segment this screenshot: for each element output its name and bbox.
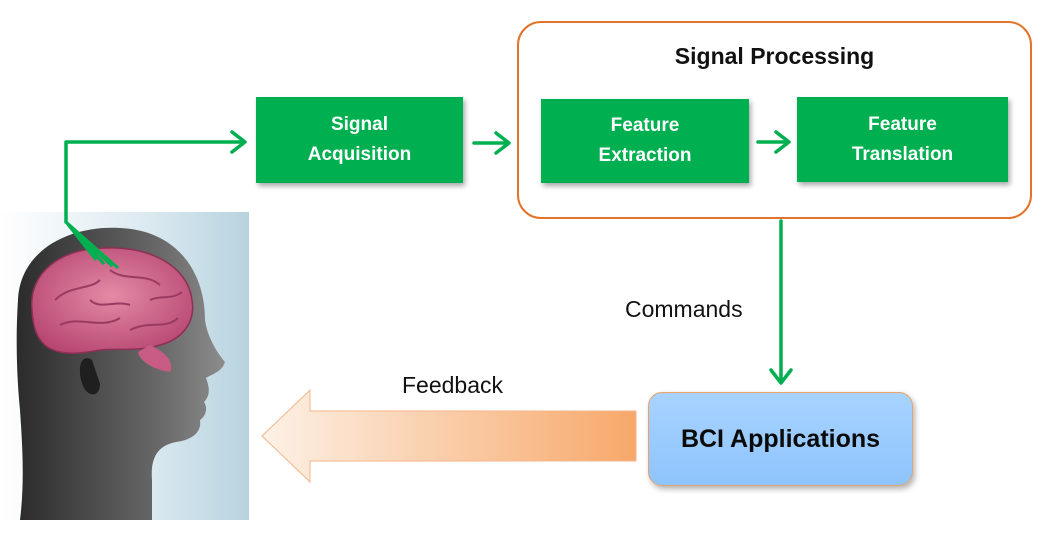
signal-processing-group [517,21,1032,219]
feature-extraction-line1: Feature [610,115,680,136]
feature-translation-block: Feature Translation [797,97,1008,182]
feature-extraction-line2: Extraction [598,145,692,166]
signal-acquisition-block: Signal Acquisition [256,97,463,183]
signal-acquisition-line2: Acquisition [307,144,412,165]
signal-processing-title: Signal Processing [674,43,875,69]
head-illustration [0,212,249,520]
bci-applications-block: BCI Applications [648,392,913,486]
signal-flow-arrows [64,130,793,385]
feedback-arrow [261,388,637,484]
commands-label: Commands [625,296,743,322]
feature-extraction-block: Feature Extraction [541,99,749,183]
feedback-label: Feedback [402,372,504,398]
feature-translation-line1: Feature [868,113,937,135]
feature-translation-line2: Translation [851,143,954,165]
signal-acquisition-line1: Signal [330,114,388,135]
